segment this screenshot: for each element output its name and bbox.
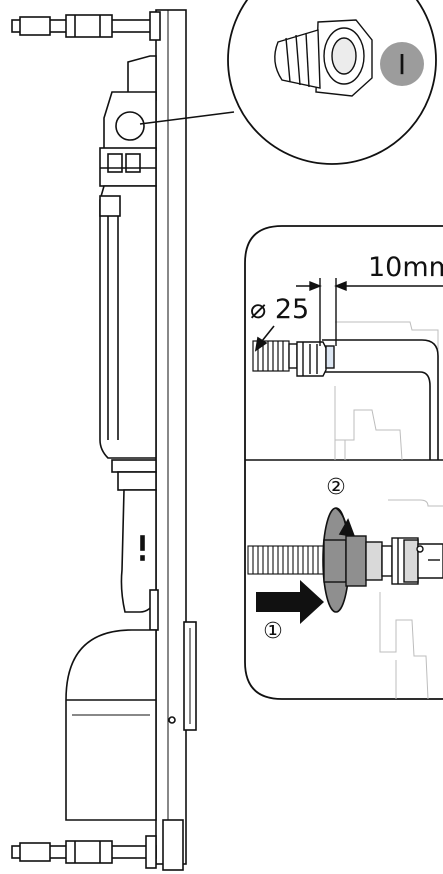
- callout-leader-line: [139, 111, 235, 125]
- part-badge-label: I: [398, 48, 406, 81]
- frame-assembly: [11, 9, 197, 871]
- callout-magnifier: I: [227, 0, 437, 165]
- waste-elbow: [65, 629, 157, 821]
- water-inlet-port: [115, 111, 145, 141]
- cistern-valve-housing: [99, 55, 157, 187]
- detail-panels: 10mm ⌀ 25: [244, 225, 443, 700]
- threaded-pipe-end: [252, 340, 290, 372]
- dimension-10mm: [296, 278, 443, 346]
- inlet-fitting-part: [274, 19, 373, 97]
- detail-top: 10mm ⌀ 25: [250, 252, 443, 461]
- push-arrow: [256, 580, 324, 624]
- step-one: ①: [263, 619, 283, 644]
- union-nut: [288, 341, 335, 377]
- step-two-label: ②: [326, 475, 346, 500]
- corrugated-hose: [247, 545, 325, 575]
- cistern-tank: [99, 185, 157, 491]
- part-badge: [380, 42, 424, 86]
- flush-pipe: [120, 489, 159, 631]
- frame-rail: [155, 9, 187, 865]
- step-one-label: ①: [263, 619, 283, 644]
- valve-connector: [323, 535, 443, 587]
- supply-hose: [322, 339, 439, 460]
- frame-foot: [162, 819, 184, 871]
- diameter-arrow: [254, 325, 275, 352]
- ghost-valve-outline: [379, 499, 443, 700]
- diameter-label: ⌀ 25: [250, 294, 309, 325]
- frame-hole: [168, 716, 176, 724]
- top-mounting-bracket: [11, 11, 161, 41]
- bottom-mounting-bracket: [11, 835, 157, 869]
- step-two: ②: [326, 475, 346, 500]
- detail-bottom: ① ②: [247, 475, 443, 700]
- dimension-10mm-label: 10mm: [368, 252, 443, 283]
